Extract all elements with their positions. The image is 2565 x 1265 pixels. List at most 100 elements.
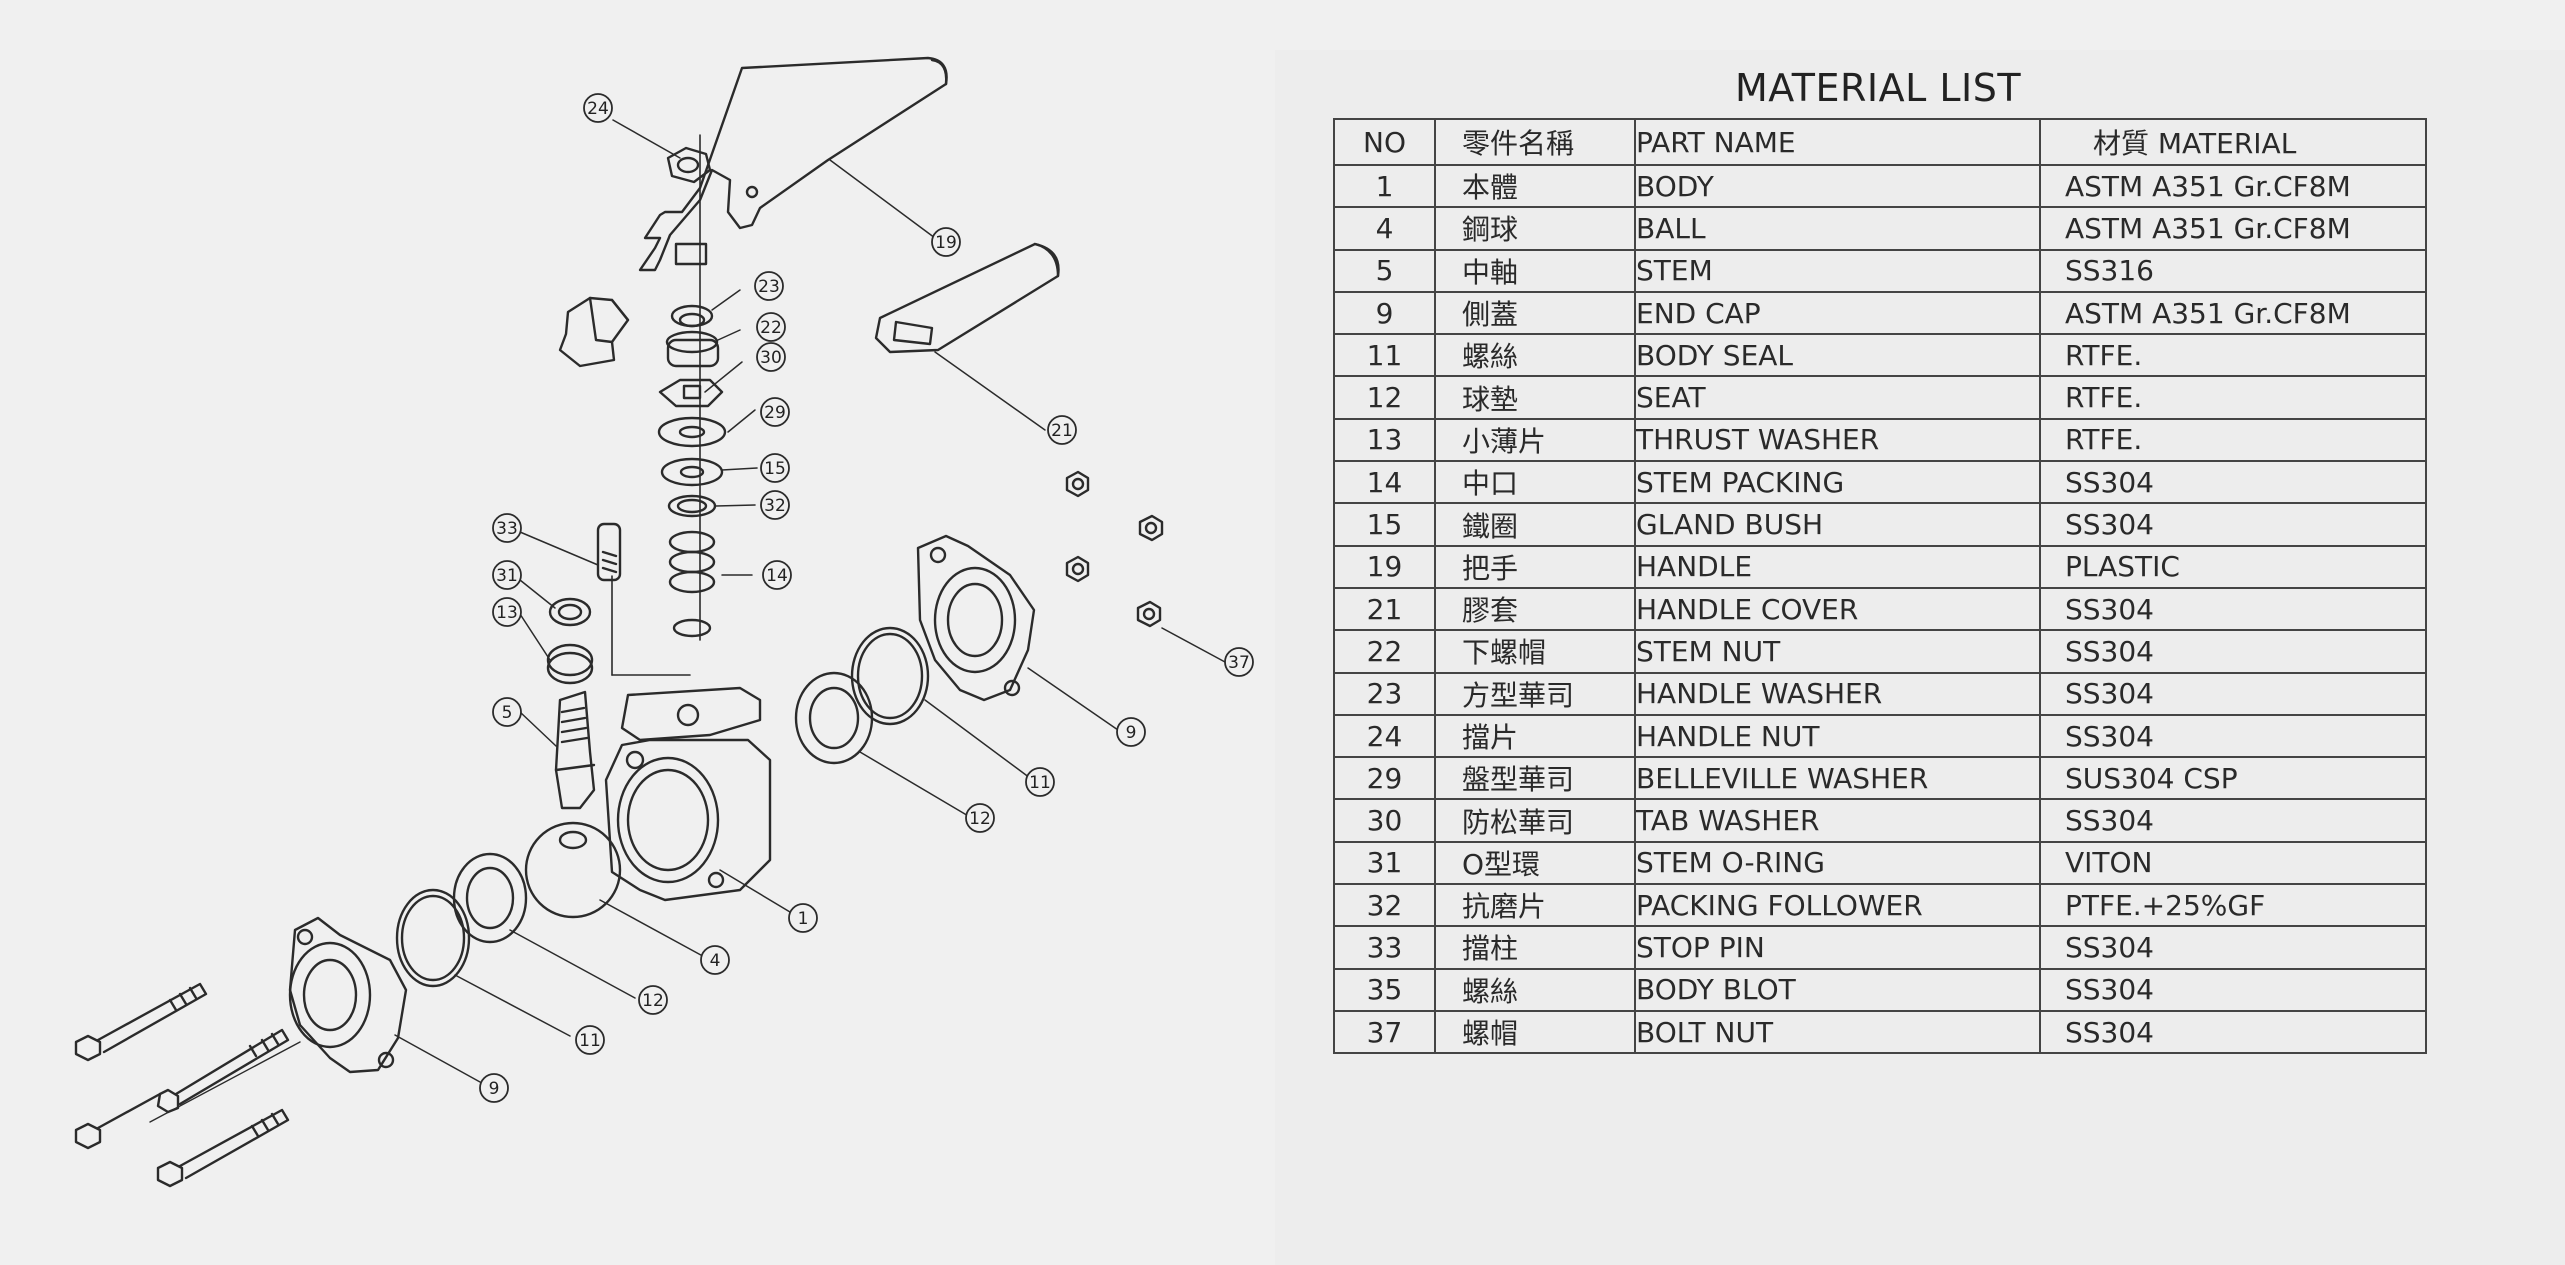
row-no: 23: [1333, 671, 1436, 716]
row-no: 11: [1333, 333, 1436, 378]
row-no: 30: [1333, 798, 1436, 843]
row-name-zh: 擋柱: [1434, 925, 1636, 970]
callout-24: 24: [587, 99, 609, 119]
stop-clip-part: [558, 296, 630, 368]
row-part-name: END CAP: [1634, 290, 2041, 336]
handle-part: [638, 56, 948, 272]
row-no: 21: [1333, 586, 1436, 632]
row-name-zh: 方型華司: [1434, 671, 1636, 716]
row-no: 29: [1333, 756, 1436, 801]
material-list-title: MATERIAL LIST: [1734, 66, 2022, 110]
header-material: 材質 MATERIAL: [2039, 118, 2427, 166]
callout-37: 37: [1228, 653, 1250, 673]
row-name-zh: 把手: [1434, 544, 1636, 589]
row-part-name: GLAND BUSH: [1634, 502, 2041, 547]
row-name-zh: 鋼球: [1434, 206, 1636, 251]
row-part-name: BOLT NUT: [1634, 1009, 2041, 1055]
row-part-name: HANDLE WASHER: [1634, 671, 2041, 716]
row-name-zh: 側蓋: [1434, 290, 1636, 336]
callout-15: 15: [764, 459, 786, 479]
handle-nut-part: [666, 146, 712, 184]
row-name-zh: 擋片: [1434, 713, 1636, 759]
callout-33: 33: [496, 519, 518, 539]
body-seal-left: [395, 888, 471, 988]
row-part-name: HANDLE COVER: [1634, 586, 2041, 632]
row-part-name: SEAT: [1634, 375, 2041, 420]
row-no: 1: [1333, 163, 1436, 209]
row-name-zh: 螺絲: [1434, 333, 1636, 378]
exploded-valve-diagram: 24 19 23 22 30 29 15 32 14 33 31 13 5 21…: [74, 56, 1254, 1188]
row-name-zh: 中口: [1434, 460, 1636, 505]
body-seal-right: [850, 626, 930, 726]
row-part-name: BODY BLOT: [1634, 967, 2041, 1012]
row-material: SS304: [2039, 967, 2427, 1012]
row-part-name: STEM: [1634, 248, 2041, 293]
callout-23: 23: [758, 277, 780, 297]
row-part-name: PACKING FOLLOWER: [1634, 883, 2041, 928]
row-part-name: THRUST WASHER: [1634, 417, 2041, 463]
row-material: SUS304 CSP: [2039, 756, 2427, 801]
row-material: SS304: [2039, 502, 2427, 547]
row-part-name: STEM O-RING: [1634, 840, 2041, 886]
callout-31: 31: [496, 566, 518, 586]
row-no: 12: [1333, 375, 1436, 420]
callout-12-right: 12: [969, 809, 991, 829]
row-material: RTFE.: [2039, 333, 2427, 378]
row-no: 19: [1333, 544, 1436, 589]
row-material: SS304: [2039, 1009, 2427, 1055]
stem-part: [554, 690, 596, 810]
row-material: SS304: [2039, 925, 2427, 970]
bolt-nuts-part: [1065, 470, 1164, 628]
callout-13: 13: [496, 603, 518, 623]
row-part-name: HANDLE: [1634, 544, 2041, 589]
row-material: SS316: [2039, 248, 2427, 293]
row-name-zh: O型環: [1434, 840, 1636, 886]
end-cap-left: [288, 916, 408, 1074]
header-name-zh: 零件名稱: [1434, 118, 1636, 166]
row-no: 22: [1333, 629, 1436, 674]
callout-4: 4: [710, 951, 721, 971]
ball-part: [524, 821, 622, 919]
row-material: PTFE.+25%GF: [2039, 883, 2427, 928]
callout-12-left: 12: [642, 991, 664, 1011]
row-no: 14: [1333, 460, 1436, 505]
row-no: 37: [1333, 1009, 1436, 1055]
row-name-zh: 鐵圈: [1434, 502, 1636, 547]
header-part-name: PART NAME: [1634, 118, 2041, 166]
row-part-name: STEM NUT: [1634, 629, 2041, 674]
callout-29: 29: [764, 403, 786, 423]
row-no: 33: [1333, 925, 1436, 970]
end-cap-right: [916, 534, 1036, 702]
row-material: SS304: [2039, 586, 2427, 632]
row-part-name: BELLEVILLE WASHER: [1634, 756, 2041, 801]
row-material: ASTM A351 Gr.CF8M: [2039, 290, 2427, 336]
row-part-name: TAB WASHER: [1634, 798, 2041, 843]
row-material: SS304: [2039, 460, 2427, 505]
callout-19: 19: [935, 233, 957, 253]
row-no: 5: [1333, 248, 1436, 293]
stem-stack-parts: [657, 304, 727, 638]
row-part-name: STOP PIN: [1634, 925, 2041, 970]
row-material: SS304: [2039, 629, 2427, 674]
row-name-zh: 防松華司: [1434, 798, 1636, 843]
o-ring-31: [548, 597, 592, 627]
row-material: SS304: [2039, 671, 2427, 716]
row-no: 15: [1333, 502, 1436, 547]
row-no: 32: [1333, 883, 1436, 928]
callout-9-left: 9: [489, 1079, 500, 1099]
row-name-zh: 螺帽: [1434, 1009, 1636, 1055]
